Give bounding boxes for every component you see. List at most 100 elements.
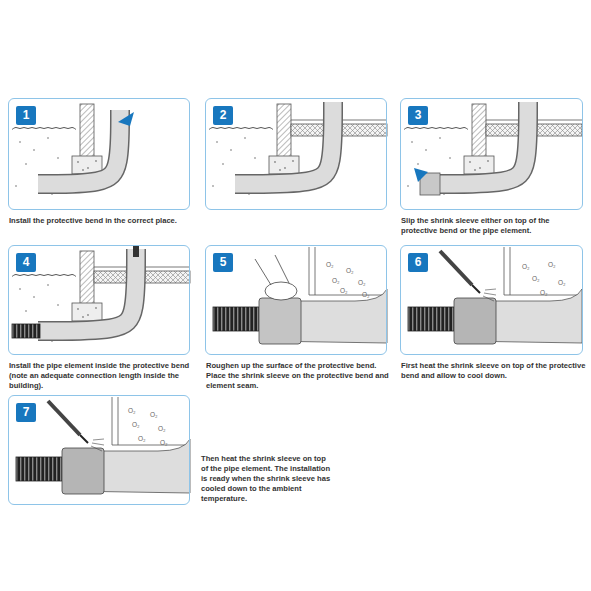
oxygen-label: O₂ xyxy=(346,268,354,275)
concrete-dot xyxy=(82,169,84,171)
oxygen-label: O₂ xyxy=(340,288,348,295)
wall-line xyxy=(504,247,505,295)
flame xyxy=(91,446,102,451)
soil-dot xyxy=(439,137,441,139)
oxygen-label: O₂ xyxy=(158,426,166,433)
concrete-dot xyxy=(77,161,79,163)
panel-illustration xyxy=(16,397,190,494)
soil-dot xyxy=(33,149,35,151)
shrink-sleeve xyxy=(454,298,496,344)
foundation-wall xyxy=(80,251,94,305)
foundation-wall xyxy=(277,104,291,158)
hand-arm xyxy=(275,255,289,283)
oxygen-label: O₂ xyxy=(558,280,566,287)
step-caption: Install the pipe element inside the prot… xyxy=(9,361,195,391)
protective-bend xyxy=(235,102,333,184)
flame xyxy=(485,289,496,290)
soil-dot xyxy=(254,157,256,159)
step-number: 6 xyxy=(408,253,428,272)
soil-dot xyxy=(25,310,27,312)
wall-line xyxy=(309,247,310,295)
panel-illustration xyxy=(404,102,582,195)
torch-nozzle xyxy=(80,435,88,443)
oxygen-label: O₂ xyxy=(160,440,168,447)
pipe-element xyxy=(12,324,40,338)
concrete-dot xyxy=(87,167,89,169)
step-caption: Slip the shrink sleeve either on top of … xyxy=(401,216,587,236)
panel-illustration xyxy=(209,102,387,195)
ground-line xyxy=(404,128,468,130)
oxygen-label: O₂ xyxy=(358,280,366,287)
concrete-dot xyxy=(487,160,489,162)
step-panel: 7Then heat the shrink sleeve on top of t… xyxy=(8,395,190,505)
step-panel: 5Roughen up the surface of the protectiv… xyxy=(205,245,387,355)
ground-line xyxy=(12,275,76,277)
foundation-footing xyxy=(464,156,494,174)
soil-dot xyxy=(425,149,427,151)
concrete-dot xyxy=(279,169,281,171)
pointer-arrow xyxy=(118,112,134,126)
concrete-dot xyxy=(469,161,471,163)
concrete-dot xyxy=(274,161,276,163)
foundation-wall xyxy=(472,104,486,158)
soil-dot xyxy=(449,157,451,159)
foundation-wall xyxy=(80,104,94,158)
step-caption: First heat the shrink sleeve on top of t… xyxy=(401,361,587,381)
oxygen-label: O₂ xyxy=(150,412,158,419)
protective-bend xyxy=(38,249,136,331)
concrete-dot xyxy=(77,308,79,310)
soil-dot xyxy=(411,141,413,143)
wall-line xyxy=(315,247,316,295)
step-number: 1 xyxy=(16,106,36,125)
hand xyxy=(265,282,297,300)
soil-dot xyxy=(57,157,59,159)
foundation-footing xyxy=(72,303,102,321)
soil-dot xyxy=(212,185,214,187)
soil-dot xyxy=(33,296,35,298)
step-number: 7 xyxy=(16,403,36,422)
panel-illustration xyxy=(408,247,582,344)
step-panel: 2 xyxy=(205,98,387,210)
oxygen-label: O₂ xyxy=(532,276,540,283)
wall-line xyxy=(112,397,113,445)
oxygen-label: O₂ xyxy=(548,262,556,269)
soil-dot xyxy=(57,304,59,306)
bend-outline xyxy=(235,102,333,184)
soil-dot xyxy=(216,141,218,143)
ground-line xyxy=(209,128,273,130)
concrete-dot xyxy=(95,307,97,309)
shrink-sleeve xyxy=(62,448,104,494)
bend-outline xyxy=(38,110,120,184)
soil-dot xyxy=(19,288,21,290)
step-number: 2 xyxy=(213,106,233,125)
flame xyxy=(92,443,104,445)
protective-bend xyxy=(38,110,120,184)
soil-dot xyxy=(407,185,409,187)
protective-bend xyxy=(430,102,528,184)
concrete-dot xyxy=(95,160,97,162)
oxygen-label: O₂ xyxy=(128,408,136,415)
oxygen-label: O₂ xyxy=(522,264,530,271)
oxygen-label: O₂ xyxy=(362,292,370,299)
step-panel: 4Install the pipe element inside the pro… xyxy=(8,245,190,355)
wall-line xyxy=(510,247,511,295)
oxygen-label: O₂ xyxy=(326,262,334,269)
oxygen-label: O₂ xyxy=(138,436,146,443)
floor-line xyxy=(309,295,387,296)
wall-line xyxy=(118,397,119,445)
bend-outline xyxy=(38,249,136,331)
shrink-sleeve xyxy=(259,298,301,344)
soil-dot xyxy=(25,163,27,165)
torch xyxy=(48,401,80,435)
step-number: 4 xyxy=(16,253,36,272)
torch-nozzle xyxy=(472,285,480,293)
floor-line xyxy=(112,445,190,446)
concrete-dot xyxy=(292,160,294,162)
step-caption: Then heat the shrink sleeve on top of th… xyxy=(201,454,333,504)
foundation-footing xyxy=(269,156,299,174)
flame xyxy=(93,439,104,440)
step-caption: Roughen up the surface of the protective… xyxy=(206,361,392,391)
step-number: 3 xyxy=(408,106,428,125)
